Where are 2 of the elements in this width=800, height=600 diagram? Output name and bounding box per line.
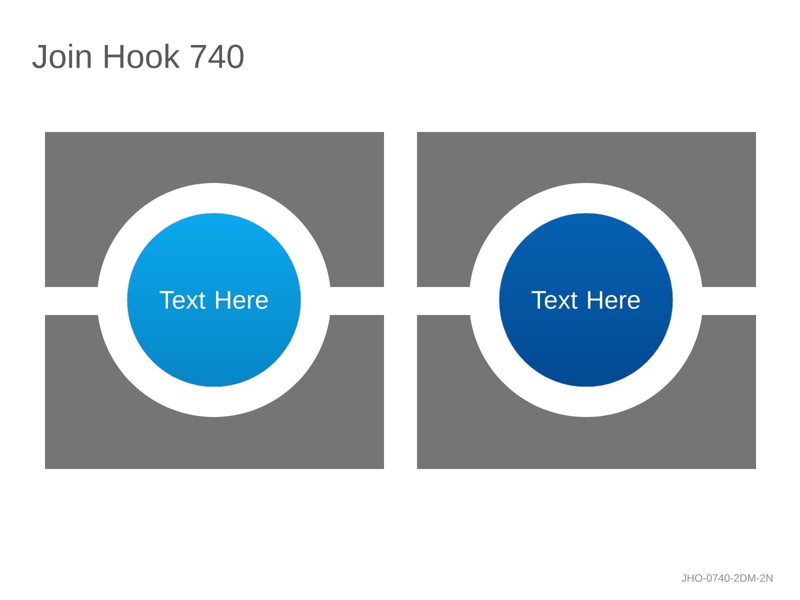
title: Join Hook 740 [32, 44, 244, 68]
footer-code: JHO-0740-2DM-2N [682, 574, 772, 582]
